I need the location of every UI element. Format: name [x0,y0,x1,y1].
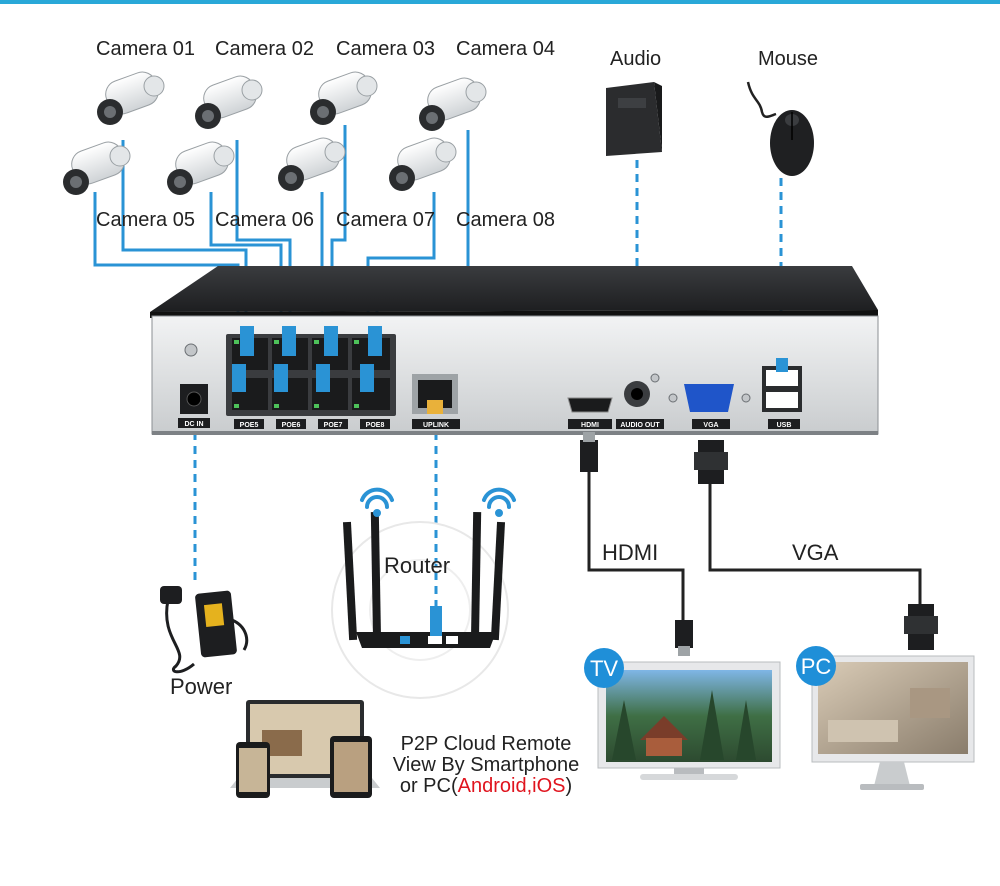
power-label: Power [170,674,233,699]
camera-02-icon [195,75,263,129]
remote-line-3-prefix: or PC( [399,775,458,797]
router-icon [331,511,509,699]
dc-in-label: DC IN [184,421,203,428]
remote-platforms: Android,iOS [457,775,566,797]
camera-05-icon [63,141,131,195]
header-line [0,0,1000,4]
poe5-label: POE5 [240,422,259,429]
camera-04-label: Camera 04 [456,38,555,60]
poe8-label: POE8 [366,422,385,429]
uplink-label: UPLINK [423,422,449,429]
video-cables [587,470,922,622]
camera-row-1 [97,71,487,131]
pc-monitor-icon [811,655,975,790]
remote-devices-icon [230,700,380,798]
camera-01-label: Camera 01 [96,38,195,60]
audio-label: Audio [610,48,662,70]
camera-04-icon [419,77,487,131]
wifi-icon-right [482,487,516,517]
hdmi-plug-top-icon [580,432,598,472]
nvr-recorder: DC IN POE5 POE6 POE7 POE8 [150,266,879,435]
pc-badge: PC [796,646,836,686]
camera-07-label: Camera 07 [336,209,435,231]
remote-line-3-suffix: ) [565,775,573,797]
audio-out-label: AUDIO OUT [620,422,660,429]
remote-view-text: P2P Cloud Remote View By Smartphone or P… [386,734,586,797]
camera-08-label: Camera 08 [456,209,555,231]
camera-05-label: Camera 05 [96,209,195,231]
power-adapter-icon [160,586,249,674]
camera-03-label: Camera 03 [336,38,435,60]
usb-port-label: USB [777,422,792,429]
vga-port-label: VGA [703,422,718,429]
router-label: Router [384,553,451,578]
camera-07-icon [278,137,346,191]
vga-plug-bottom-icon [904,604,938,650]
speaker-icon [606,82,662,156]
remote-line-3: or PC(Android,iOS) [386,776,586,797]
camera-06-icon [167,141,235,195]
hdmi-port-label: HDMI [581,422,599,429]
vga-cable-label: VGA [792,540,839,565]
mouse-icon [746,81,814,176]
remote-line-1: P2P Cloud Remote [400,733,572,755]
hdmi-cable [587,470,685,622]
tv-badge-label: TV [590,656,618,681]
tv-badge: TV [584,648,624,688]
camera-01-icon [97,71,165,125]
hdmi-cable-label: HDMI [602,540,659,565]
camera-03-icon [310,71,378,125]
wifi-icon-left [360,487,394,517]
remote-line-2: View By Smartphone [392,754,580,776]
camera-08-icon [389,137,457,191]
mouse-label: Mouse [758,48,819,70]
camera-row-2 [63,137,457,195]
hdmi-plug-bottom-icon [675,620,693,656]
tv-icon [597,661,781,780]
pc-badge-label: PC [801,654,832,679]
vga-cable [708,480,922,606]
camera-02-label: Camera 02 [215,38,314,60]
poe6-label: POE6 [282,422,301,429]
camera-06-label: Camera 06 [215,209,314,231]
poe7-label: POE7 [324,422,343,429]
vga-plug-top-icon [694,440,728,484]
